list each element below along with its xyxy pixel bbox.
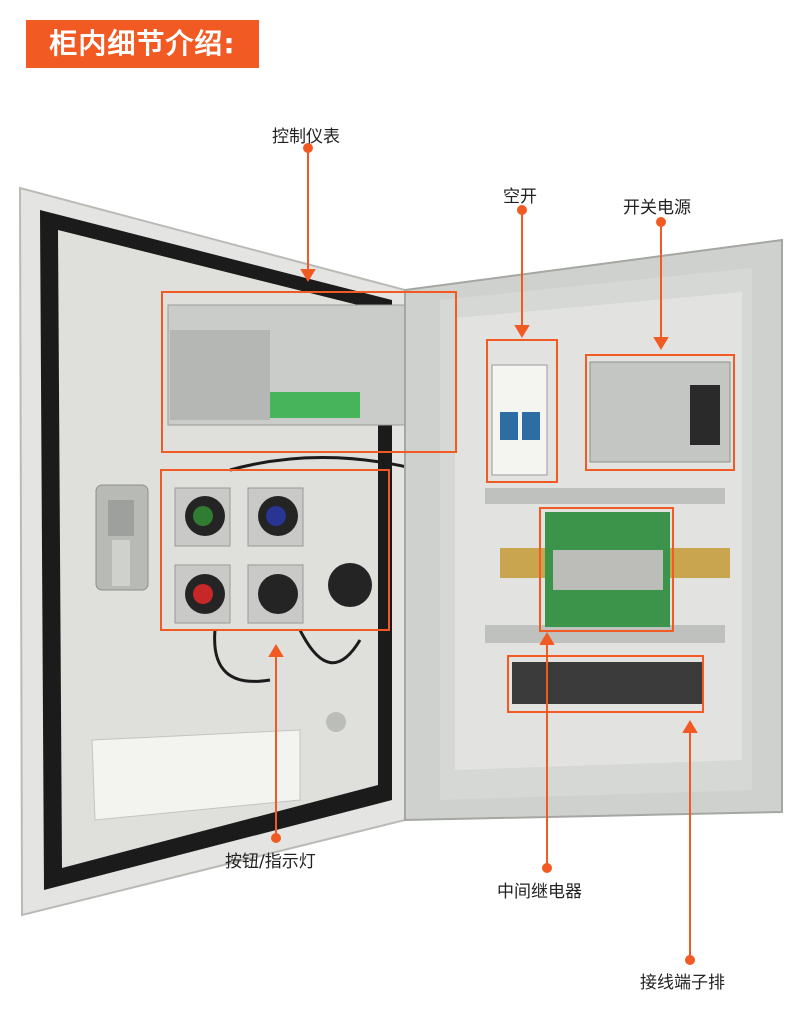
buttons-panel bbox=[174, 487, 372, 624]
wiring-label-sheet bbox=[91, 729, 301, 821]
label-breaker: 空开 bbox=[503, 187, 537, 207]
terminal-block bbox=[512, 662, 702, 704]
label-power-supply: 开关电源 bbox=[623, 198, 691, 218]
cabinet-body bbox=[404, 238, 783, 822]
label-terminal-block: 接线端子排 bbox=[640, 973, 725, 993]
relay-box bbox=[539, 507, 674, 632]
breaker-box bbox=[486, 339, 558, 483]
label-button-indicator: 按钮/指示灯 bbox=[225, 852, 316, 872]
page-title: 柜内细节介绍: bbox=[26, 20, 259, 68]
label-relay: 中间继电器 bbox=[497, 882, 582, 902]
control-meter-box bbox=[161, 291, 457, 453]
buttons-box bbox=[160, 469, 390, 631]
power-supply-box bbox=[585, 354, 735, 471]
terminal-box bbox=[507, 655, 704, 713]
label-control-meter: 控制仪表 bbox=[272, 127, 340, 147]
cabinet-door bbox=[18, 186, 440, 917]
